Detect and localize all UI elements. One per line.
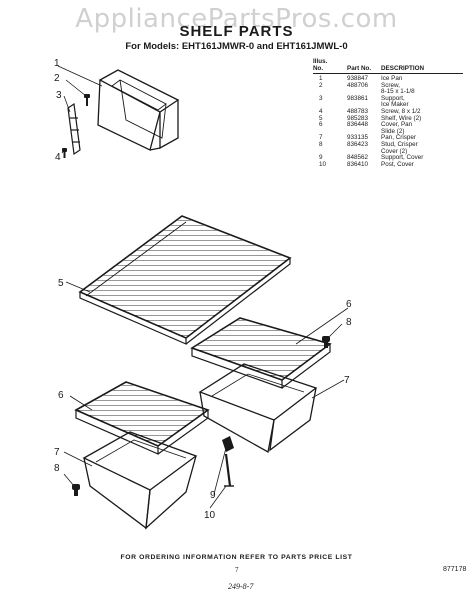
part-no-cell: 488783: [347, 107, 369, 115]
illus-no-cell: 10: [319, 160, 327, 168]
illus-no-cell: 6: [319, 121, 323, 129]
part-no-cell: 933135: [347, 134, 369, 142]
table-row: Cover (2): [313, 147, 463, 156]
callout-5: 5: [58, 278, 64, 289]
crisper-pan-upper: [198, 363, 318, 454]
page-title: SHELF PARTS: [179, 23, 294, 40]
parts-table-header: Illus. No. Part No. DESCRIPTION: [313, 58, 463, 74]
illus-no-cell: 9: [319, 154, 323, 162]
table-row: 6 836448 Cover, Pan: [313, 122, 463, 129]
part-no-cell: 836423: [347, 140, 369, 148]
crisper-cover-stud-lower: [72, 484, 80, 496]
header-part-no: Part No.: [347, 65, 372, 72]
callout-9: 9: [210, 490, 216, 501]
description-cell: Slide (2): [381, 127, 405, 135]
illus-no-cell: 1: [319, 75, 323, 82]
table-row: 4 488783 Screw, 8 x 1/2: [313, 107, 463, 116]
description-cell: Pan, Crisper: [381, 134, 416, 142]
description-cell: Screw, 8 x 1/2: [381, 107, 421, 115]
callout-3: 3: [56, 90, 62, 101]
illus-no-cell: 3: [319, 94, 323, 102]
description-cell: 8-15 x 1-1/8: [381, 88, 415, 96]
description-cell: Shelf, Wire (2): [381, 114, 422, 122]
part-no-cell: 848562: [347, 154, 369, 162]
illus-no-cell: 8: [319, 140, 323, 148]
illus-no-cell: 7: [319, 134, 323, 142]
cover-post: [224, 453, 234, 487]
description-cell: Support,: [381, 94, 405, 102]
callout-7-upper: 7: [344, 375, 350, 386]
model-subtitle: For Models: EHT161JMWR-0 and EHT161JMWL-…: [125, 41, 348, 52]
handwritten-note: 249-8-7: [228, 582, 254, 591]
header-description: DESCRIPTION: [381, 65, 425, 72]
description-cell: Post, Cover: [381, 160, 414, 168]
screw-4: [62, 148, 67, 158]
document-number: 877178: [443, 566, 467, 573]
crisper-cover-lower: [74, 381, 210, 455]
part-no-cell: 836410: [347, 160, 369, 168]
table-row: 8-15 x 1-1/8: [313, 89, 463, 96]
table-row: 1 938847 Ice Pan: [313, 75, 463, 83]
header-illus-no: Illus. No.: [313, 58, 328, 72]
callout-7-lower: 7: [54, 447, 60, 458]
part-no-cell: 938847: [347, 75, 369, 82]
table-row: Slide (2): [313, 127, 463, 136]
callout-2: 2: [54, 73, 60, 84]
ice-maker-support: [67, 102, 81, 156]
watermark-text: AppliancePartsPros.com: [75, 4, 398, 34]
illus-no-cell: 4: [319, 107, 323, 115]
callout-10: 10: [204, 510, 216, 521]
part-no-cell: 836448: [347, 121, 369, 129]
part-no-cell: 488706: [347, 81, 369, 89]
screw-2: [84, 94, 90, 106]
description-cell: Cover, Pan: [381, 121, 413, 129]
callout-8-lower: 8: [54, 463, 60, 474]
illus-no-cell: 2: [319, 81, 323, 89]
page-number: 7: [235, 566, 239, 574]
callout-8-upper: 8: [346, 317, 352, 328]
callout-6-lower: 6: [58, 390, 64, 401]
table-row: 3 983861 Support,: [313, 94, 463, 103]
description-cell: Ice Maker: [381, 101, 409, 109]
description-cell: Support, Cover: [381, 154, 424, 162]
table-row: 5 985283 Shelf, Wire (2): [313, 114, 463, 123]
ordering-footer: FOR ORDERING INFORMATION REFER TO PARTS …: [120, 554, 353, 561]
description-cell: Ice Pan: [381, 75, 403, 82]
table-row: 8 836423 Stud, Crisper: [313, 140, 463, 149]
description-cell: Stud, Crisper: [381, 140, 418, 148]
illus-no-cell: 5: [319, 114, 323, 122]
callout-6-upper: 6: [346, 299, 352, 310]
crisper-cover-upper: [190, 317, 332, 389]
leader-lines: [57, 65, 349, 509]
crisper-pan-lower: [82, 431, 198, 530]
table-row: Ice Maker: [313, 102, 463, 109]
table-row: 7 933135 Pan, Crisper: [313, 135, 463, 142]
table-row: 2 488706 Screw,: [313, 81, 463, 90]
table-row: 9 848562 Support, Cover: [313, 155, 463, 162]
ice-pan: [97, 69, 180, 151]
wire-shelf: [78, 215, 292, 345]
cover-support: [222, 436, 234, 452]
callout-1: 1: [54, 58, 60, 69]
description-cell: Cover (2): [381, 147, 408, 155]
callout-4: 4: [55, 152, 61, 163]
description-cell: Screw,: [381, 81, 400, 89]
part-no-cell: 985283: [347, 114, 369, 122]
part-no-cell: 983861: [347, 94, 369, 102]
table-row: 10 836410 Post, Cover: [313, 160, 463, 169]
